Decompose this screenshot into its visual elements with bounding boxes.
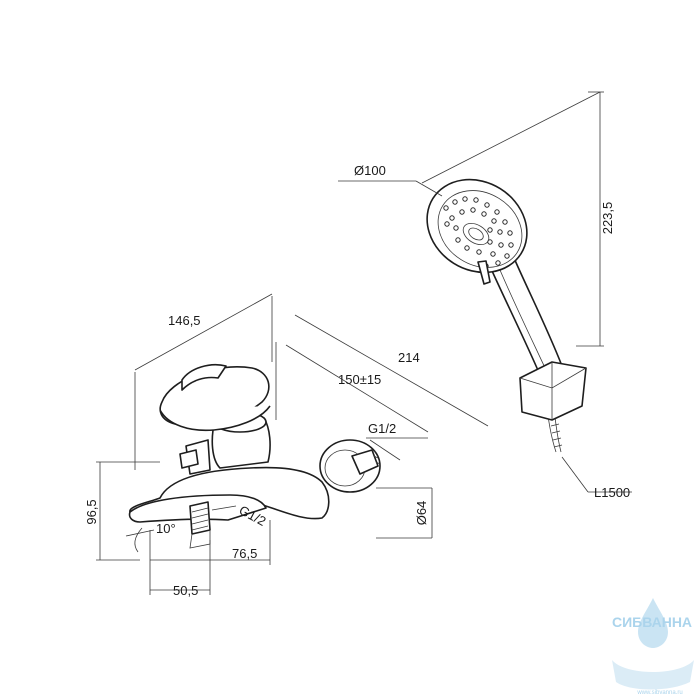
- dim-holder-height: 223,5: [600, 202, 615, 235]
- dim-connection-thread: G1/2: [368, 421, 396, 436]
- dim-center-distance: 150±15: [338, 372, 381, 387]
- dim-height: 96,5: [84, 499, 99, 524]
- lever-top: [181, 364, 227, 391]
- dim-overall-length: 214: [398, 350, 420, 365]
- dim-hose-length: L1500: [594, 485, 630, 500]
- dim-spout-offset: 50,5: [173, 583, 198, 598]
- wall-holder: [519, 361, 587, 421]
- diverter-knob: [179, 449, 199, 469]
- bathtub-icon: [612, 660, 694, 690]
- shower-handle: [487, 257, 563, 376]
- shower-nozzles: [443, 196, 514, 269]
- bath-mixer-drawing: [128, 364, 381, 549]
- spray-selector: [477, 260, 491, 285]
- watermark-brand: СИБВАННА: [612, 614, 692, 630]
- watermark-site: www.sibvanna.ru: [636, 690, 682, 696]
- dim-spout-angle: 10°: [156, 521, 176, 536]
- shower-head: [426, 178, 528, 274]
- dim-spout-projection: 76,5: [232, 546, 257, 561]
- shower-dimension-lines: [338, 91, 632, 493]
- dim-flange-diameter: Ø64: [414, 501, 429, 526]
- dim-shower-diameter: Ø100: [354, 163, 386, 178]
- connection-nut: [351, 449, 379, 475]
- water-drop-icon: [638, 598, 668, 648]
- watermark-logo: СИБВАННА www.sibvanna.ru: [612, 598, 694, 696]
- hand-shower-drawing: [426, 178, 587, 453]
- mixer-dimension-lines: [96, 293, 489, 595]
- dim-mixer-depth: 146,5: [168, 313, 201, 328]
